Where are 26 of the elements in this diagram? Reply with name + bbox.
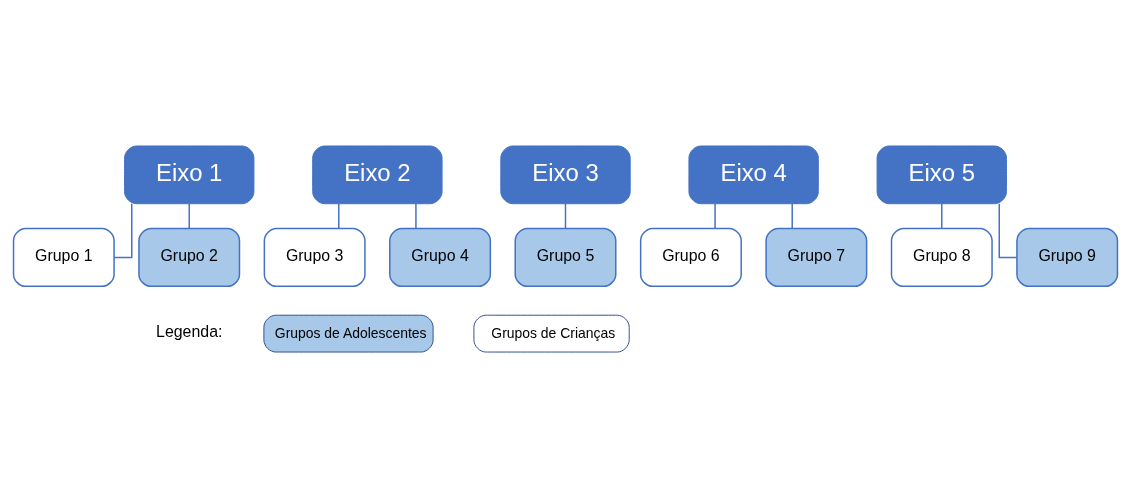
connector — [791, 202, 793, 229]
connector — [338, 202, 340, 229]
node-box: Grupo 5 — [514, 227, 617, 287]
legend-label: Grupos de Crianças — [491, 324, 616, 341]
node-box: Grupo 7 — [765, 227, 868, 287]
connector — [564, 202, 567, 229]
node-box: Eixo 4 — [688, 145, 819, 204]
node-box: Grupo 2 — [138, 227, 241, 287]
node-box: Eixo 1 — [124, 145, 255, 204]
node-box: Eixo 3 — [500, 145, 631, 204]
connector — [941, 202, 943, 229]
node-box: Grupo 1 — [12, 227, 115, 287]
label: Legenda: — [156, 322, 223, 340]
legend-label: Grupos de Adolescentes — [274, 324, 427, 341]
node-box: Grupo 3 — [263, 227, 366, 287]
connector — [714, 202, 716, 229]
node-box: Grupo 4 — [389, 227, 492, 287]
connector — [113, 202, 133, 258]
connector — [188, 202, 190, 229]
node-box: Grupo 6 — [639, 227, 742, 287]
node-box: Eixo 5 — [876, 145, 1007, 204]
connector — [415, 202, 417, 229]
node-box: Grupo 8 — [890, 227, 993, 287]
connector — [998, 202, 1018, 258]
node-box: Grupo 9 — [1016, 227, 1119, 287]
node-box: Eixo 2 — [312, 145, 443, 204]
